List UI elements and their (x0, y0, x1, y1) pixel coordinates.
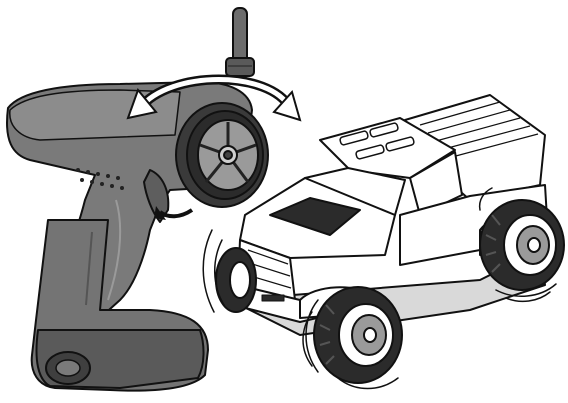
rc-monster-truck-icon (215, 94, 565, 384)
steering-wheel-icon (175, 102, 269, 208)
trigger-pull-arrow-icon (154, 206, 194, 220)
motion-lines-icon (202, 187, 557, 390)
front-wheel-icon (313, 286, 403, 384)
left-front-wheel-icon (215, 247, 257, 313)
throttle-trigger-icon (143, 169, 170, 223)
double-curved-arrow-icon (126, 74, 302, 122)
rear-wheel-icon (479, 199, 565, 291)
antenna-icon (225, 7, 255, 77)
speaker-grille-icon (76, 168, 124, 190)
